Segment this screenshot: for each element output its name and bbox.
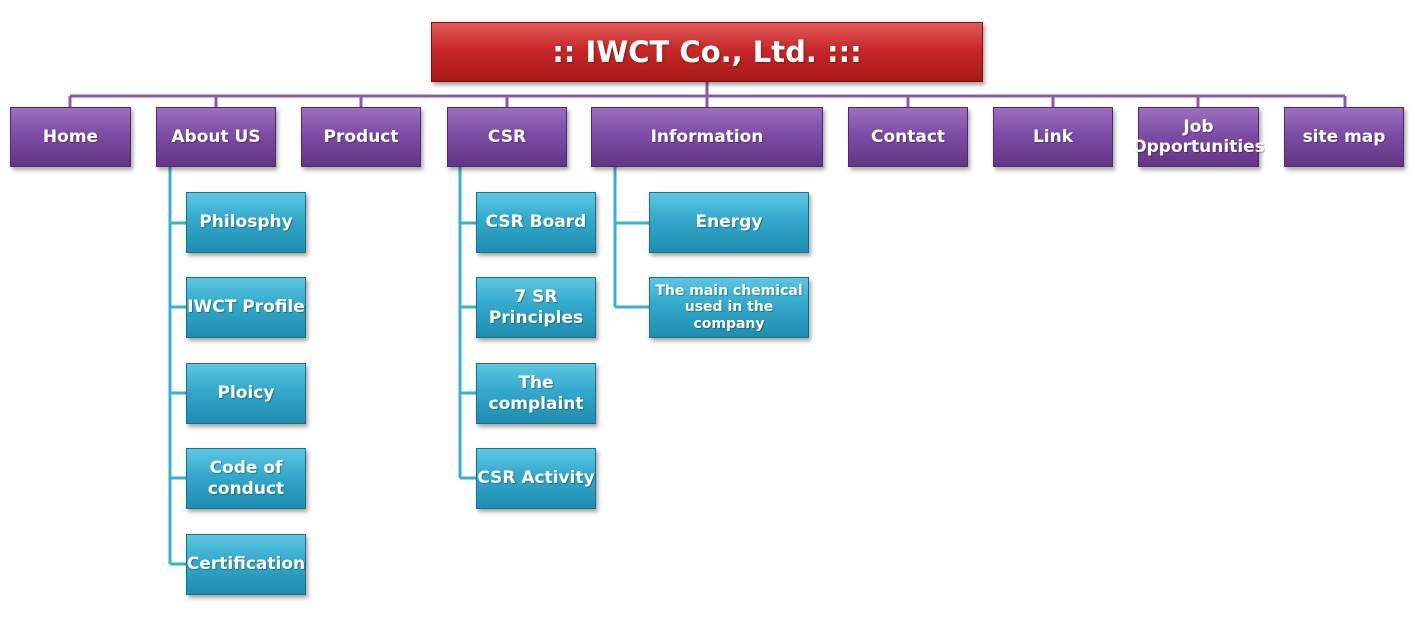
info-energy[interactable]: Energy [649, 192, 809, 253]
nav-about-us[interactable]: About US [156, 107, 276, 167]
about-code-of-conduct[interactable]: Code of conduct [186, 448, 306, 509]
nav-home[interactable]: Home [10, 107, 131, 167]
root-node-company[interactable]: :: IWCT Co., Ltd. ::: [431, 22, 983, 82]
nav-link[interactable]: Link [993, 107, 1113, 167]
nav-product[interactable]: Product [301, 107, 421, 167]
nav-contact[interactable]: Contact [848, 107, 968, 167]
nav-job-opportunities[interactable]: Job Opportunities [1132, 107, 1265, 167]
csr-activity[interactable]: CSR Activity [476, 448, 596, 509]
about-iwct-profile[interactable]: IWCT Profile [186, 277, 306, 338]
about-certification[interactable]: Certification [186, 534, 306, 595]
about-policy[interactable]: Ploicy [186, 363, 306, 424]
csr-board[interactable]: CSR Board [476, 192, 596, 253]
nav-information[interactable]: Information [591, 107, 823, 167]
info-main-chemical[interactable]: The main chemical used in the company [649, 277, 809, 338]
about-philosophy[interactable]: Philosphy [186, 192, 306, 253]
csr-complaint[interactable]: The complaint [476, 363, 596, 424]
nav-site-map[interactable]: site map [1284, 107, 1404, 167]
nav-csr[interactable]: CSR [447, 107, 567, 167]
csr-7-sr-principles[interactable]: 7 SR Principles [476, 277, 596, 338]
